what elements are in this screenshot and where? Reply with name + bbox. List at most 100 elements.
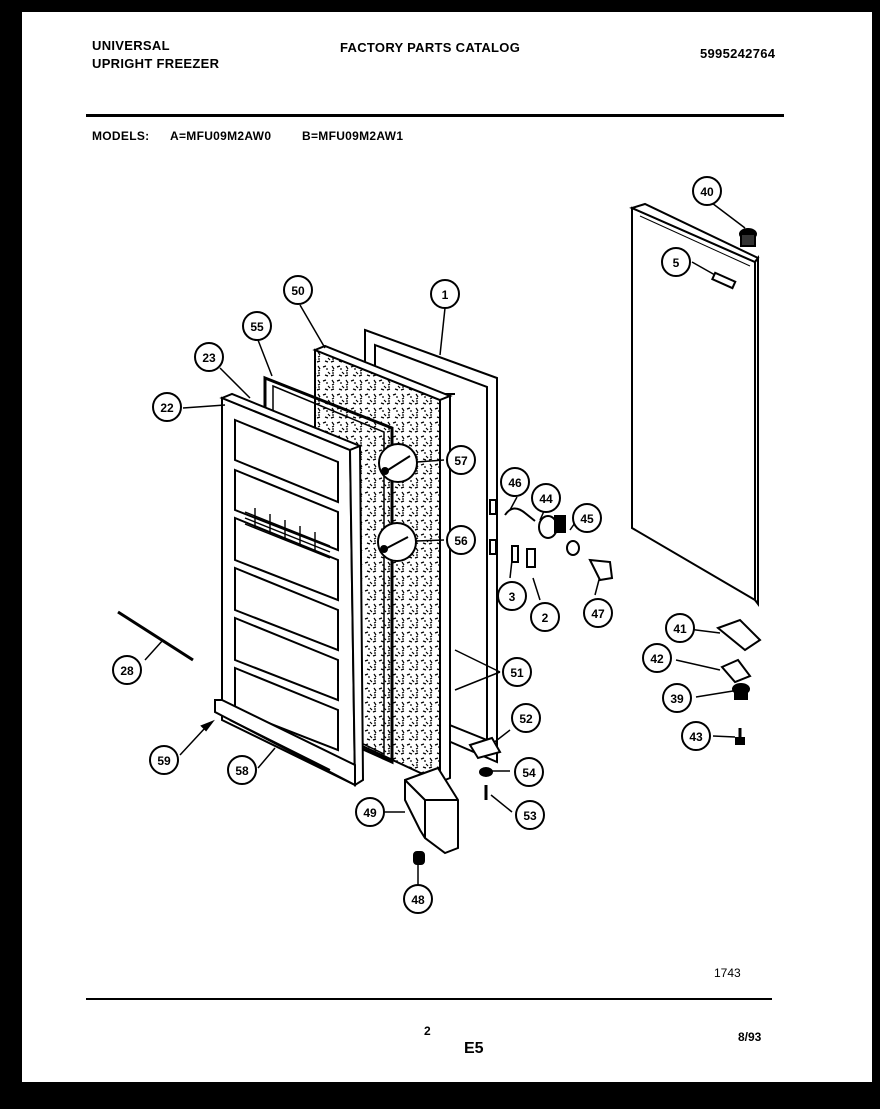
callout-label: 39: [670, 692, 684, 706]
callout-51: 51: [502, 657, 532, 687]
callout-circle: [681, 721, 711, 751]
callout-label: 23: [202, 351, 216, 365]
callout-40: 40: [692, 176, 722, 206]
drawing-number: 1743: [714, 966, 741, 980]
callout-46: 46: [500, 467, 530, 497]
callout-label: 54: [522, 766, 536, 780]
callout-label: 5: [673, 256, 680, 270]
top-hinge-pin: [739, 228, 757, 247]
callout-49: 49: [355, 797, 385, 827]
handle-rod: [117, 610, 194, 662]
callout-label: 43: [689, 730, 703, 744]
callout-circle: [446, 525, 476, 555]
callout-circle: [355, 797, 385, 827]
callout-circle: [572, 503, 602, 533]
page-number: 2: [424, 1024, 431, 1038]
callout-circle: [500, 467, 530, 497]
catalog-number: 5995242764: [700, 46, 776, 61]
section-code: E5: [464, 1040, 484, 1057]
callout-circle: [242, 311, 272, 341]
callout-label: 2: [542, 611, 549, 625]
callout-circle: [692, 176, 722, 206]
inner-door-liner: [214, 392, 365, 787]
callout-label: 48: [411, 893, 425, 907]
callout-circle: [511, 703, 541, 733]
callout-39: 39: [662, 683, 692, 713]
callout-57: 57: [446, 445, 476, 475]
leader-lines: [144, 199, 746, 885]
callout-circle: [642, 643, 672, 673]
callout-circle: [531, 483, 561, 513]
callout-50: 50: [283, 275, 313, 305]
callout-label: 44: [539, 492, 553, 506]
model-a: A=MFU09M2AW0: [170, 129, 272, 143]
models-label: MODELS:: [92, 129, 150, 143]
callout-43: 43: [681, 721, 711, 751]
callout-41: 41: [665, 613, 695, 643]
callout-59: 59: [149, 745, 179, 775]
callout-label: 3: [509, 590, 516, 604]
callout-5: 5: [661, 247, 691, 277]
outer-door-panel: [629, 202, 760, 607]
callout-53: 53: [515, 800, 545, 830]
hinge-bracket: [468, 736, 502, 800]
callout-label: 56: [454, 534, 468, 548]
callout-circle: [515, 800, 545, 830]
callout-circle: [514, 757, 544, 787]
callout-circle: [430, 279, 460, 309]
callout-2: 2: [530, 602, 560, 632]
lock-hardware: [504, 507, 614, 582]
callout-circle: [665, 613, 695, 643]
callout-circle: [152, 392, 182, 422]
callout-circle: [194, 342, 224, 372]
callout-label: 46: [508, 476, 522, 490]
callout-44: 44: [531, 483, 561, 513]
callout-label: 45: [580, 512, 594, 526]
callout-22: 22: [152, 392, 182, 422]
callout-label: 49: [363, 806, 377, 820]
callout-55: 55: [242, 311, 272, 341]
callout-circle: [583, 598, 613, 628]
callout-label: 52: [519, 712, 533, 726]
callout-circle: [530, 602, 560, 632]
callout-label: 28: [120, 664, 134, 678]
callout-circle: [662, 683, 692, 713]
brand-line-1: UNIVERSAL: [92, 38, 170, 53]
callout-label: 47: [591, 607, 605, 621]
callout-circle: [502, 657, 532, 687]
callout-label: 1: [442, 288, 449, 302]
bottom-hinge-parts: [716, 618, 762, 745]
callout-circle: [661, 247, 691, 277]
callout-label: 55: [250, 320, 264, 334]
callout-label: 50: [291, 284, 305, 298]
callout-58: 58: [227, 755, 257, 785]
screw-59: [200, 719, 215, 732]
header-rule: [86, 114, 784, 117]
callout-label: 53: [523, 809, 537, 823]
callout-circle: [112, 655, 142, 685]
kick-plate: [404, 766, 459, 865]
callout-1: 1: [430, 279, 460, 309]
callout-3: 3: [497, 581, 527, 611]
callout-label: 51: [510, 666, 524, 680]
callout-circle: [227, 755, 257, 785]
catalog-title: FACTORY PARTS CATALOG: [340, 40, 521, 55]
callout-47: 47: [583, 598, 613, 628]
callout-52: 52: [511, 703, 541, 733]
callout-circle: [497, 581, 527, 611]
callout-label: 58: [235, 764, 249, 778]
brand-line-2: UPRIGHT FREEZER: [92, 56, 220, 71]
callout-label: 57: [454, 454, 468, 468]
callout-circle: [446, 445, 476, 475]
callout-circle: [403, 884, 433, 914]
callout-45: 45: [572, 503, 602, 533]
callout-label: 22: [160, 401, 174, 415]
callout-23: 23: [194, 342, 224, 372]
callout-56: 56: [446, 525, 476, 555]
door-screws: [377, 443, 418, 562]
callout-42: 42: [642, 643, 672, 673]
callout-54: 54: [514, 757, 544, 787]
callout-circle: [149, 745, 179, 775]
callout-label: 41: [673, 622, 687, 636]
